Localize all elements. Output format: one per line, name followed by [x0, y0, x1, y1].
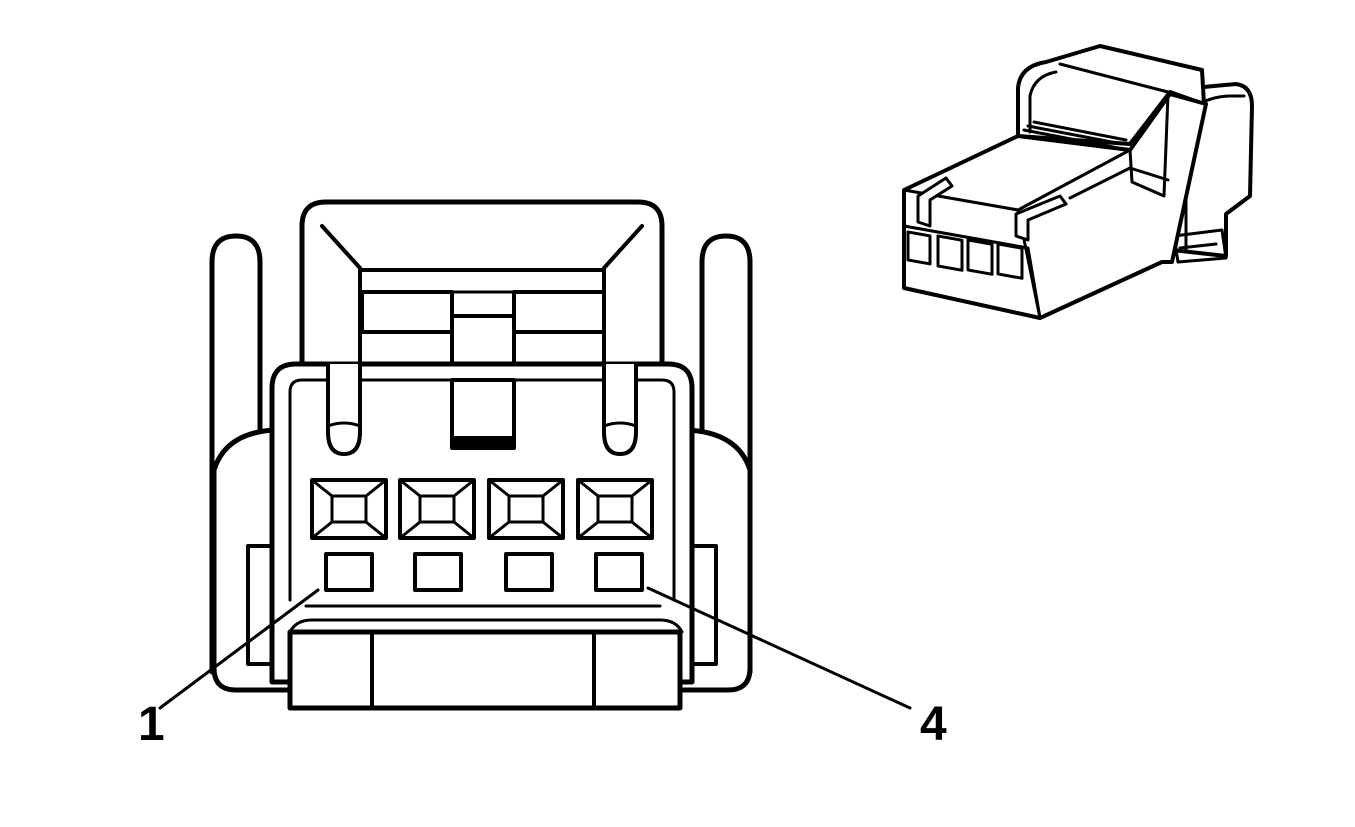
pin-windows	[324, 552, 644, 592]
pin-window-4	[594, 552, 644, 592]
latch-leg-right-detail	[602, 421, 638, 428]
latch-leg-left	[326, 364, 362, 456]
terminal-cavity-1	[310, 478, 388, 540]
callouts: 1 4	[138, 586, 947, 751]
terminal-cavity-4	[576, 478, 654, 540]
latch-bevel-right	[602, 224, 644, 270]
iso-body-side	[1128, 92, 1170, 198]
pin-window-2	[413, 552, 463, 592]
iso-front-tab-left	[916, 176, 954, 228]
latch-leg-left-detail	[326, 421, 362, 428]
connector-isometric-view	[902, 44, 1254, 320]
iso-right-clip-detail	[1178, 242, 1218, 250]
latch-block-right	[512, 290, 606, 334]
connector-front-view	[209, 199, 753, 711]
pin-window-1	[324, 552, 374, 592]
housing-rib-lower	[288, 618, 684, 634]
iso-cavities	[906, 230, 1024, 280]
iso-front-tab-right	[1014, 194, 1068, 242]
terminal-cavity-2	[398, 478, 476, 540]
latch-bevel-left	[320, 224, 362, 270]
iso-right-clip	[1172, 228, 1228, 264]
terminal-cavities	[310, 478, 654, 540]
callout-pin-1: 1	[138, 698, 165, 751]
leader-line-pin-1	[158, 588, 320, 710]
iso-front-face	[902, 224, 1042, 320]
leader-line-pin-4	[646, 586, 912, 710]
callout-pin-4: 4	[920, 698, 947, 751]
connector-base	[287, 629, 683, 711]
terminal-cavity-3	[487, 478, 565, 540]
iso-latch-top-edge	[1058, 62, 1170, 94]
housing-outer	[269, 361, 695, 685]
latch-block-left	[360, 290, 454, 334]
iso-latch-top-face	[1028, 70, 1058, 134]
latch-leg-right	[602, 364, 638, 456]
latch-tongue-lower-tip	[452, 436, 514, 448]
pin-window-3	[504, 552, 554, 592]
